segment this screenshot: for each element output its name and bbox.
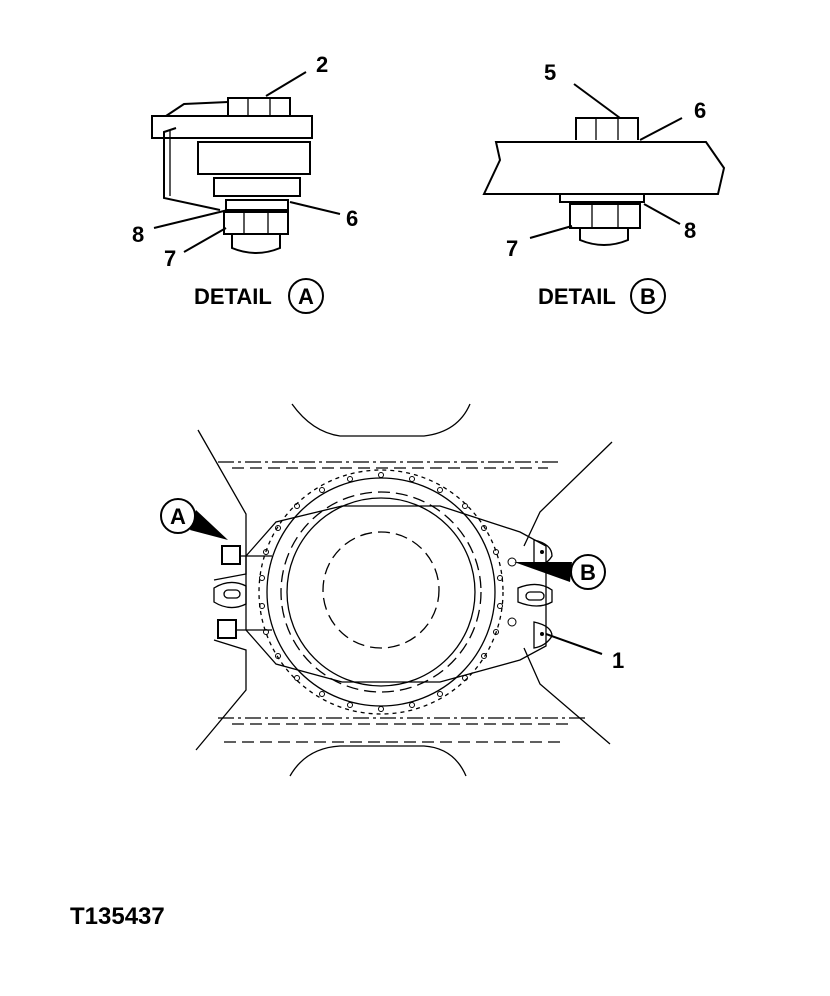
detail-b-callout-8: 8 [684,218,696,243]
detail-b-title: DETAIL [538,284,616,309]
detail-b-callout-5: 5 [544,60,556,85]
detail-a-callout-6: 6 [346,206,358,231]
main-callout-1-leader [545,633,603,655]
main-callout-b-letter: B [580,560,596,585]
main-callout-b [514,554,606,590]
detail-a-callout-7: 7 [164,246,176,271]
figure-id: T135437 [70,903,165,930]
main-callout-1: 1 [612,648,624,673]
main-callout-a-letter: A [170,504,186,529]
detail-b-marker-letter: B [640,284,656,309]
detail-a-callout-2: 2 [316,52,328,77]
detail-b-drawing [482,83,726,246]
detail-a-marker-letter: A [298,284,314,309]
detail-a-callout-8: 8 [132,222,144,247]
main-callout-a [160,498,228,540]
detail-b-callout-6: 6 [694,98,706,123]
detail-b-callout-7: 7 [506,236,518,261]
detail-a-title: DETAIL [194,284,272,309]
detail-a-drawing [151,71,341,254]
main-view-drawing [195,403,613,777]
detail-b-marker-circle [630,278,666,314]
detail-a-marker-circle [288,278,324,314]
